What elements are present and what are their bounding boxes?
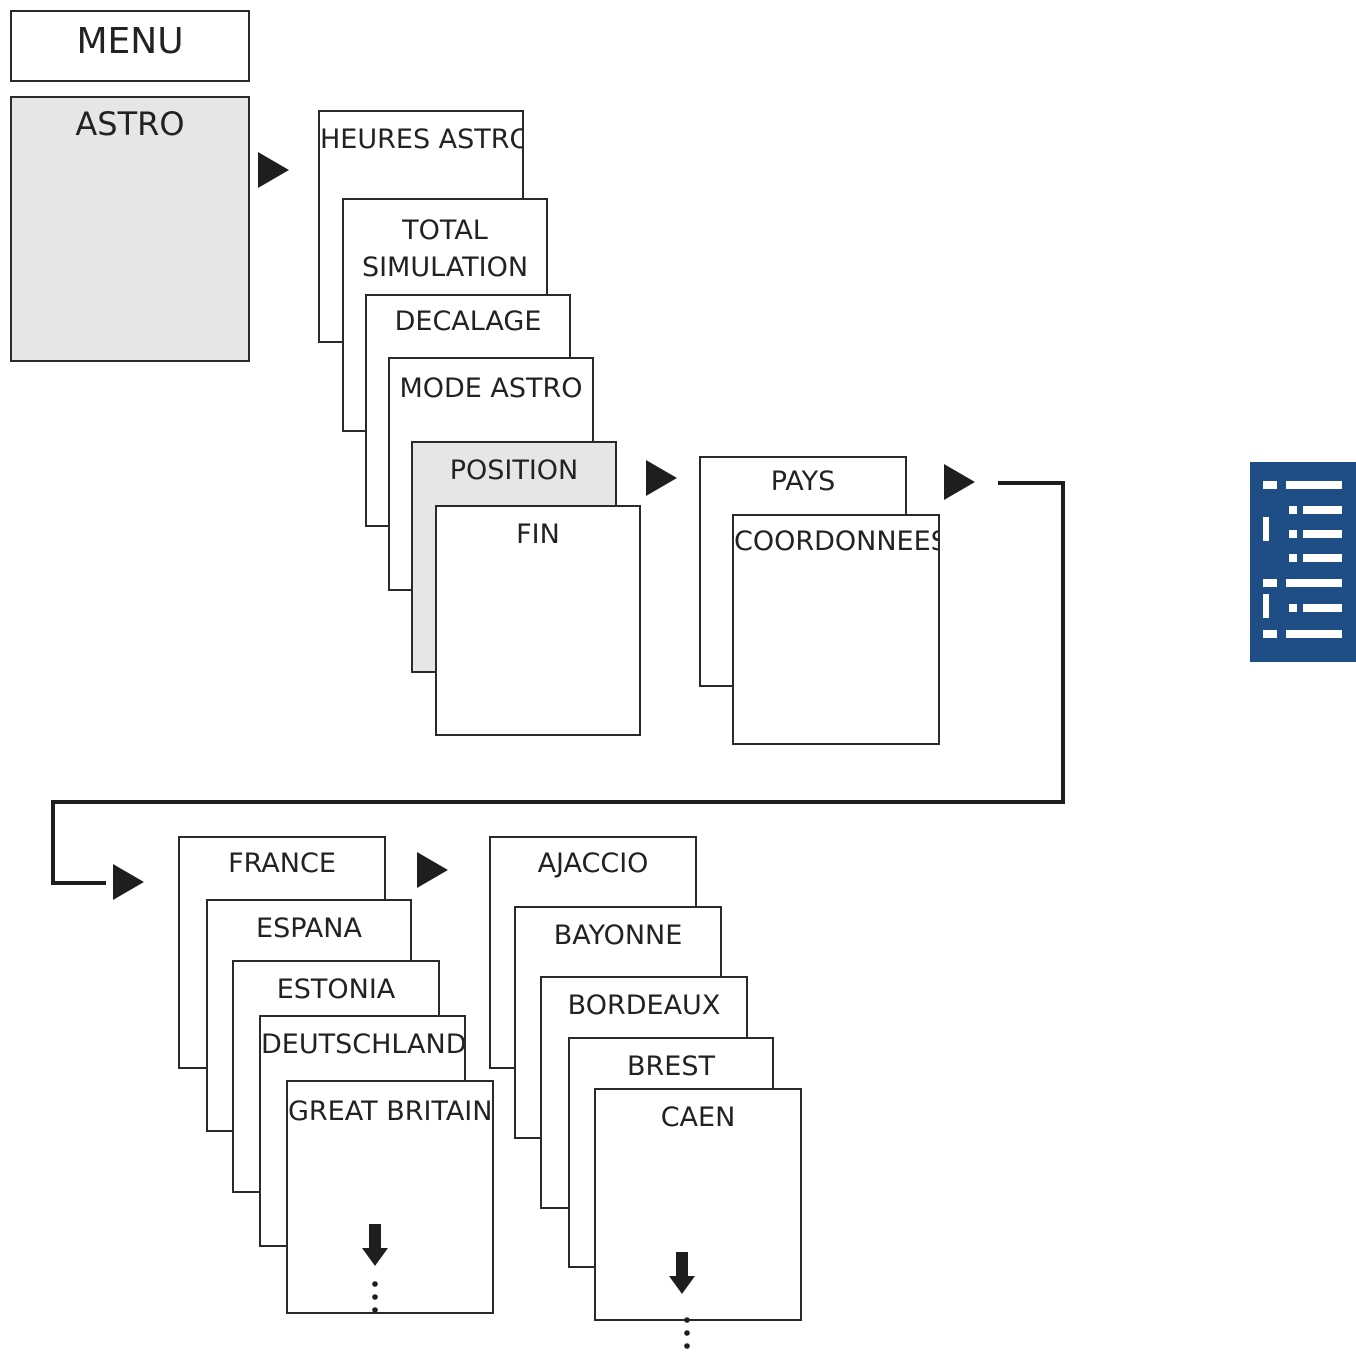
menu-item-label: ASTRO	[75, 105, 185, 143]
country-item-label: GREAT BRITAIN	[288, 1096, 493, 1127]
more-dots-icon	[684, 1317, 690, 1349]
arrow-right-icon	[646, 460, 677, 496]
astro-item-label: FIN	[516, 519, 560, 550]
menu-header: MENU	[10, 10, 250, 82]
city-item-label: CAEN	[660, 1102, 736, 1133]
city-item-label: BAYONNE	[553, 920, 683, 951]
astro-item-label: MODE ASTRO	[399, 373, 583, 404]
arrow-right-icon	[113, 864, 144, 900]
position-item-label: PAYS	[770, 466, 836, 497]
connector-line	[51, 481, 1065, 885]
astro-item-label: DECALAGE	[394, 306, 542, 337]
arrow-down-icon	[362, 1224, 388, 1266]
astro-item-label: HEURES ASTRO	[320, 124, 524, 155]
astro-item-label: TOTAL SIMULATION	[361, 215, 529, 283]
more-dots-icon	[372, 1281, 378, 1313]
astro-item-label: POSITION	[449, 455, 579, 486]
arrow-right-icon	[944, 464, 975, 500]
country-item-great-britain[interactable]: GREAT BRITAIN	[286, 1080, 494, 1314]
city-item-label: BORDEAUX	[567, 990, 721, 1021]
country-item-label: DEUTSCHLAND	[261, 1029, 466, 1060]
country-item-label: ESPANA	[256, 913, 362, 944]
city-item-label: AJACCIO	[537, 848, 649, 879]
city-item-caen[interactable]: CAEN	[594, 1088, 802, 1321]
arrow-right-icon	[417, 852, 448, 888]
menu-item-astro[interactable]: ASTRO	[10, 96, 250, 362]
astro-item-fin[interactable]: FIN	[435, 505, 641, 736]
position-item-coordonnees[interactable]: COORDONNEES	[732, 514, 940, 745]
menu-title: MENU	[76, 21, 184, 62]
arrow-right-icon	[258, 152, 289, 188]
city-item-label: BREST	[627, 1051, 715, 1082]
country-item-label: FRANCE	[228, 848, 336, 879]
arrow-down-icon	[669, 1252, 695, 1294]
position-item-label: COORDONNEES	[734, 526, 940, 557]
country-item-label: ESTONIA	[276, 974, 396, 1005]
